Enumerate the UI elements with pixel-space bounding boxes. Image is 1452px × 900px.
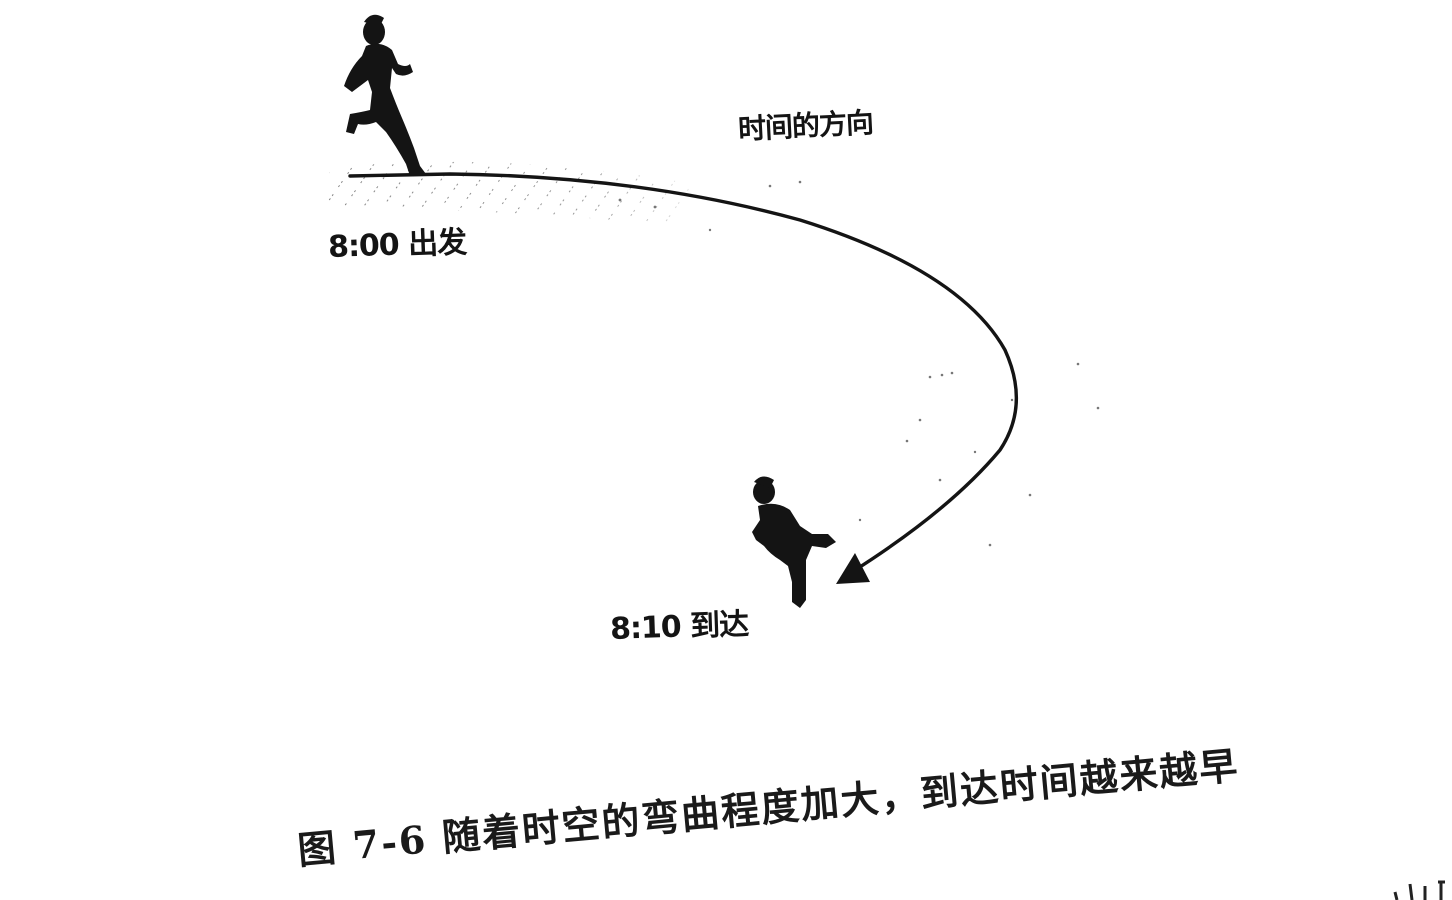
curvature-dots [618, 180, 1100, 547]
time-path-curve [348, 172, 1019, 574]
departure-label: 8:00 出发 [327, 225, 467, 265]
time-direction-label: 时间的方向 [737, 105, 874, 146]
arrival-label: 8:10 到达 [609, 607, 749, 647]
cropped-text-fragment [1393, 880, 1445, 900]
runner-departing-icon [344, 14, 426, 176]
ground-shading [325, 161, 700, 225]
runner-arriving-icon [752, 476, 836, 608]
arrowhead-icon [836, 553, 870, 584]
